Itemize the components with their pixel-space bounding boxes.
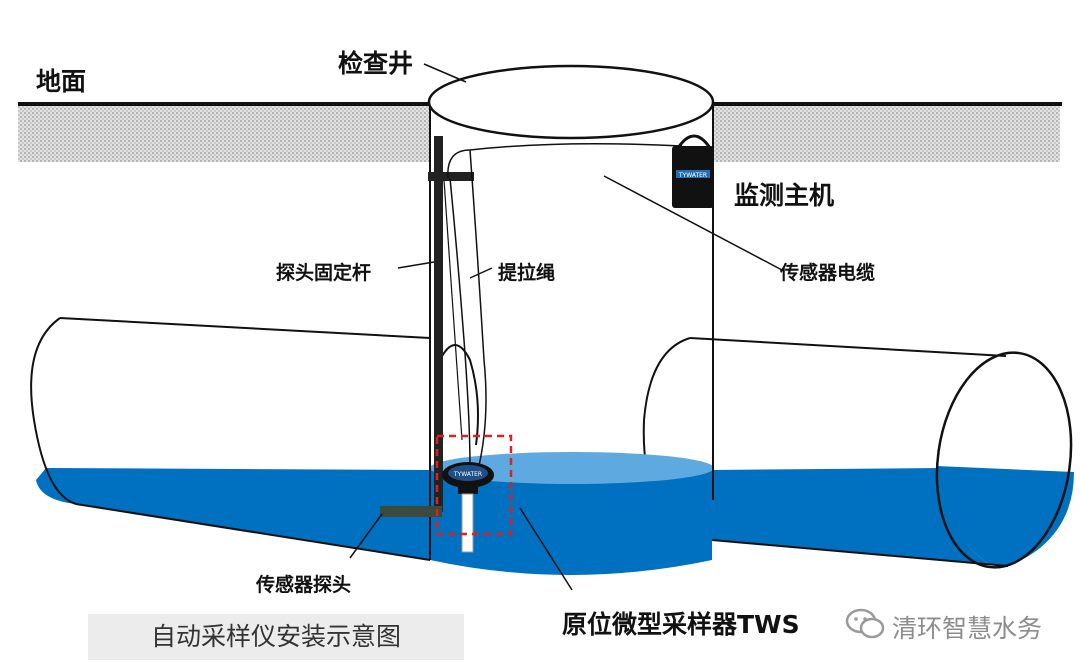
watermark: 清环智慧水务 bbox=[892, 614, 1043, 643]
tws-badge: TYWATER bbox=[453, 471, 482, 478]
monitor-host bbox=[672, 134, 714, 208]
ground-label: 地面 bbox=[36, 67, 87, 96]
ground-layer bbox=[18, 102, 1062, 162]
diagram-caption: 自动采样仪安装示意图 bbox=[150, 622, 401, 651]
inspection-well-label: 检查井 bbox=[338, 49, 414, 78]
inspection-well bbox=[427, 64, 715, 575]
monitor-host-label: 监测主机 bbox=[734, 181, 835, 210]
probe-rod-label: 探头固定杆 bbox=[276, 262, 372, 284]
caption-background bbox=[88, 614, 464, 660]
tws-sampler bbox=[442, 462, 494, 553]
tws-highlight-box bbox=[435, 434, 513, 536]
probe-fixing-rod bbox=[380, 136, 474, 517]
inlet-pipe bbox=[30, 317, 479, 561]
pull-rope-label: 提拉绳 bbox=[498, 262, 556, 284]
sensor-cable-label: 传感器电缆 bbox=[780, 262, 876, 284]
tws-label: 原位微型采样器TWS bbox=[562, 610, 800, 639]
sensor-probe-label: 传感器探头 bbox=[256, 574, 352, 596]
wechat-icon bbox=[845, 608, 885, 639]
leader-lines bbox=[349, 63, 783, 591]
pull-rope bbox=[443, 177, 471, 469]
outlet-pipe bbox=[642, 337, 1074, 569]
monitor-badge: TYWATER bbox=[678, 172, 707, 179]
sensor-cable bbox=[447, 143, 683, 471]
